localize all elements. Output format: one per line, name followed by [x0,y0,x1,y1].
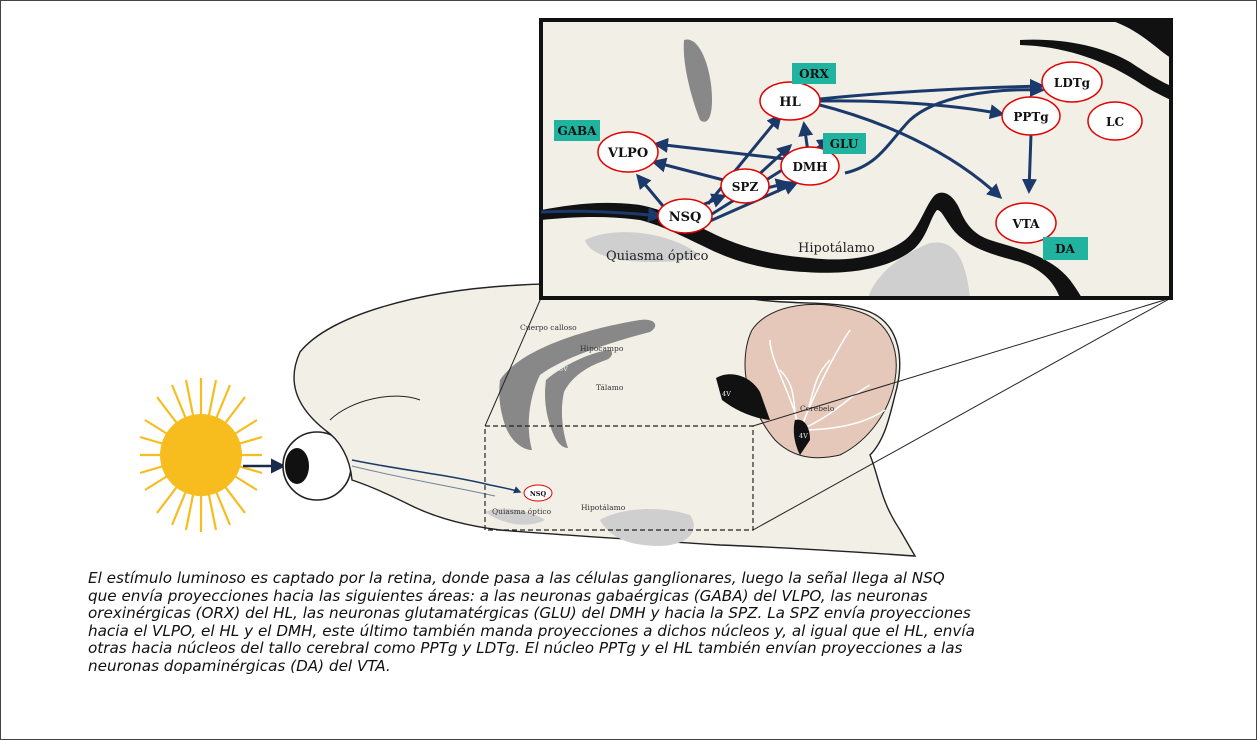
sun-icon [140,378,262,532]
caption-line: El estímulo luminoso es captado por la r… [88,570,1173,588]
label-quiasma-small: Quiasma óptico [492,507,552,516]
figure-caption: El estímulo luminoso es captado por la r… [88,570,1173,676]
node-spz: SPZ [721,169,769,203]
label-talamo: Tálamo [596,383,624,392]
label-4v-a: 4V [722,390,731,398]
svg-text:SPZ: SPZ [732,180,759,194]
label-hipotalamo: Hipotálamo [798,241,875,256]
node-ldtg: LDTg [1042,62,1102,102]
label-quiasma-optico: Quiasma óptico [606,249,709,264]
svg-text:DA: DA [1055,242,1075,256]
caption-line: neuronas dopaminérgicas (DA) del VTA. [88,658,1173,676]
svg-text:ORX: ORX [799,67,829,81]
node-pptg: PPTg [1002,97,1060,135]
badge-orx: ORX [792,63,836,84]
node-lc: LC [1088,102,1142,140]
caption-line: que envía proyecciones hacia las siguien… [88,588,1173,606]
caption-line: hacia el VLPO, el HL y el DMH, este últi… [88,623,1173,641]
caption-line: orexinérgicas (ORX) del HL, las neuronas… [88,605,1173,623]
node-nsq-small: NSQ [524,485,552,501]
label-hipocampo: Hipocampo [580,344,624,353]
label-cerebelo: Cerebelo [800,404,835,413]
badge-glu: GLU [823,133,866,154]
label-3v: 3V [559,365,568,373]
label-4v-b: 4V [799,432,808,440]
svg-text:PPTg: PPTg [1013,110,1049,124]
brain-sagittal [294,284,915,556]
svg-text:VTA: VTA [1012,217,1041,231]
node-hl: HL [760,82,820,120]
badge-gaba: GABA [554,120,600,141]
svg-text:NSQ: NSQ [530,490,547,498]
svg-text:VLPO: VLPO [607,146,648,161]
badge-da: DA [1043,237,1088,260]
svg-text:HL: HL [779,95,800,110]
svg-text:NSQ: NSQ [669,210,702,225]
node-vlpo: VLPO [598,132,658,172]
caption-line: otras hacia núcleos del tallo cerebral c… [88,640,1173,658]
svg-text:GLU: GLU [830,137,859,151]
svg-text:LDTg: LDTg [1054,76,1091,90]
svg-text:LC: LC [1106,115,1124,129]
svg-text:DMH: DMH [792,160,827,174]
label-hipotalamo-small: Hipotálamo [581,503,626,512]
svg-text:GABA: GABA [557,124,597,138]
node-nsq: NSQ [658,199,712,233]
